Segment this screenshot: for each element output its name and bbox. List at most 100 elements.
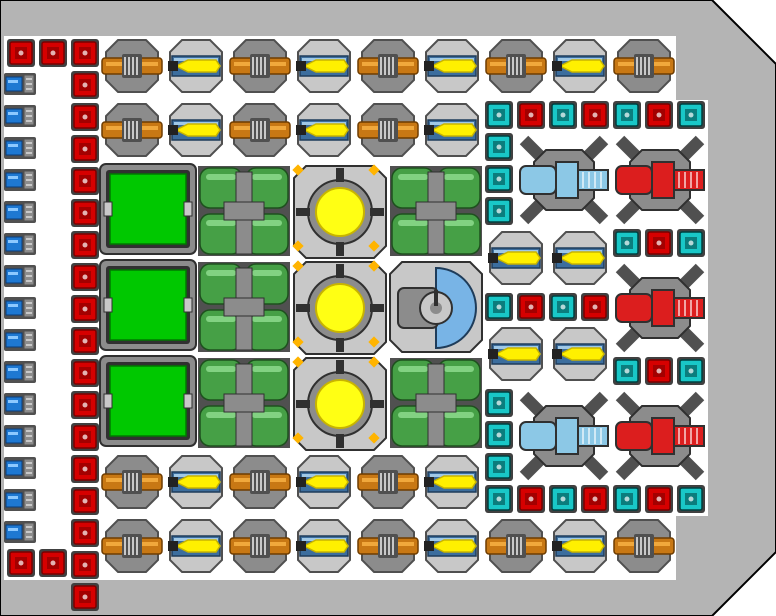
armor-block[interactable] (645, 485, 673, 513)
armor-block[interactable] (485, 101, 513, 129)
plasma-turret[interactable] (552, 327, 607, 381)
plasma-turret[interactable] (424, 103, 479, 157)
armor-block[interactable] (517, 485, 545, 513)
thruster[interactable] (4, 137, 36, 159)
armor-block[interactable] (677, 229, 705, 257)
armor-block[interactable] (71, 231, 99, 259)
plasma-turret[interactable] (552, 39, 607, 93)
shield-generator[interactable] (389, 261, 483, 353)
mass-driver-turret[interactable] (229, 103, 291, 157)
armor-block[interactable] (71, 551, 99, 579)
thruster[interactable] (4, 105, 36, 127)
mass-driver-turret[interactable] (613, 519, 675, 573)
thruster[interactable] (4, 201, 36, 223)
armor-block[interactable] (613, 357, 641, 385)
thruster[interactable] (4, 425, 36, 447)
armor-block[interactable] (71, 583, 99, 611)
mass-driver-turret[interactable] (101, 103, 163, 157)
thruster[interactable] (4, 521, 36, 543)
armor-block[interactable] (485, 485, 513, 513)
armor-block[interactable] (485, 197, 513, 225)
mass-driver-turret[interactable] (613, 39, 675, 93)
armor-block[interactable] (517, 101, 545, 129)
plasma-turret[interactable] (552, 519, 607, 573)
armor-block[interactable] (71, 423, 99, 451)
mass-driver-turret[interactable] (357, 455, 419, 509)
mass-driver-turret[interactable] (101, 455, 163, 509)
armor-block[interactable] (71, 455, 99, 483)
fuel-tank[interactable] (390, 166, 482, 256)
plasma-turret[interactable] (424, 519, 479, 573)
plasma-turret[interactable] (424, 455, 479, 509)
armor-block[interactable] (71, 167, 99, 195)
thruster[interactable] (4, 489, 36, 511)
armor-block[interactable] (677, 357, 705, 385)
armor-block[interactable] (71, 103, 99, 131)
cargo-bay[interactable] (99, 163, 197, 255)
armor-block[interactable] (485, 453, 513, 481)
ion-cannon[interactable] (519, 391, 609, 481)
thruster[interactable] (4, 297, 36, 319)
armor-block[interactable] (71, 327, 99, 355)
plasma-turret[interactable] (296, 455, 351, 509)
armor-block[interactable] (613, 485, 641, 513)
fuel-tank[interactable] (198, 262, 290, 352)
armor-block[interactable] (581, 293, 609, 321)
mass-driver-turret[interactable] (357, 519, 419, 573)
armor-block[interactable] (645, 357, 673, 385)
armor-block[interactable] (677, 485, 705, 513)
plasma-turret[interactable] (296, 39, 351, 93)
mass-driver-turret[interactable] (485, 39, 547, 93)
plasma-turret[interactable] (488, 327, 543, 381)
armor-block[interactable] (677, 101, 705, 129)
thruster[interactable] (4, 73, 36, 95)
armor-block[interactable] (485, 389, 513, 417)
mass-driver-turret[interactable] (229, 455, 291, 509)
mass-driver-turret[interactable] (229, 39, 291, 93)
armor-block[interactable] (645, 101, 673, 129)
armor-block[interactable] (549, 101, 577, 129)
armor-block[interactable] (485, 421, 513, 449)
plasma-turret[interactable] (168, 455, 223, 509)
armor-block[interactable] (581, 101, 609, 129)
plasma-turret[interactable] (296, 103, 351, 157)
armor-block[interactable] (613, 101, 641, 129)
armor-block[interactable] (71, 263, 99, 291)
armor-block[interactable] (71, 487, 99, 515)
fuel-tank[interactable] (390, 358, 482, 448)
reactor[interactable] (292, 164, 387, 259)
fuel-tank[interactable] (198, 358, 290, 448)
thruster[interactable] (4, 329, 36, 351)
armor-block[interactable] (7, 39, 35, 67)
plasma-turret[interactable] (424, 39, 479, 93)
armor-block[interactable] (485, 133, 513, 161)
thruster[interactable] (4, 361, 36, 383)
mass-driver-turret[interactable] (101, 519, 163, 573)
armor-block[interactable] (485, 293, 513, 321)
cargo-bay[interactable] (99, 355, 197, 447)
plasma-turret[interactable] (168, 39, 223, 93)
armor-block[interactable] (71, 71, 99, 99)
laser-cannon[interactable] (615, 263, 705, 353)
armor-block[interactable] (71, 199, 99, 227)
mass-driver-turret[interactable] (229, 519, 291, 573)
reactor[interactable] (292, 356, 387, 451)
laser-cannon[interactable] (615, 391, 705, 481)
armor-block[interactable] (549, 293, 577, 321)
plasma-turret[interactable] (488, 231, 543, 285)
mass-driver-turret[interactable] (101, 39, 163, 93)
armor-block[interactable] (71, 135, 99, 163)
armor-block[interactable] (645, 229, 673, 257)
armor-block[interactable] (7, 549, 35, 577)
thruster[interactable] (4, 265, 36, 287)
mass-driver-turret[interactable] (357, 103, 419, 157)
armor-block[interactable] (71, 39, 99, 67)
plasma-turret[interactable] (296, 519, 351, 573)
mass-driver-turret[interactable] (485, 519, 547, 573)
thruster[interactable] (4, 457, 36, 479)
ion-cannon[interactable] (519, 135, 609, 225)
cargo-bay[interactable] (99, 259, 197, 351)
armor-block[interactable] (39, 549, 67, 577)
reactor[interactable] (292, 260, 387, 355)
